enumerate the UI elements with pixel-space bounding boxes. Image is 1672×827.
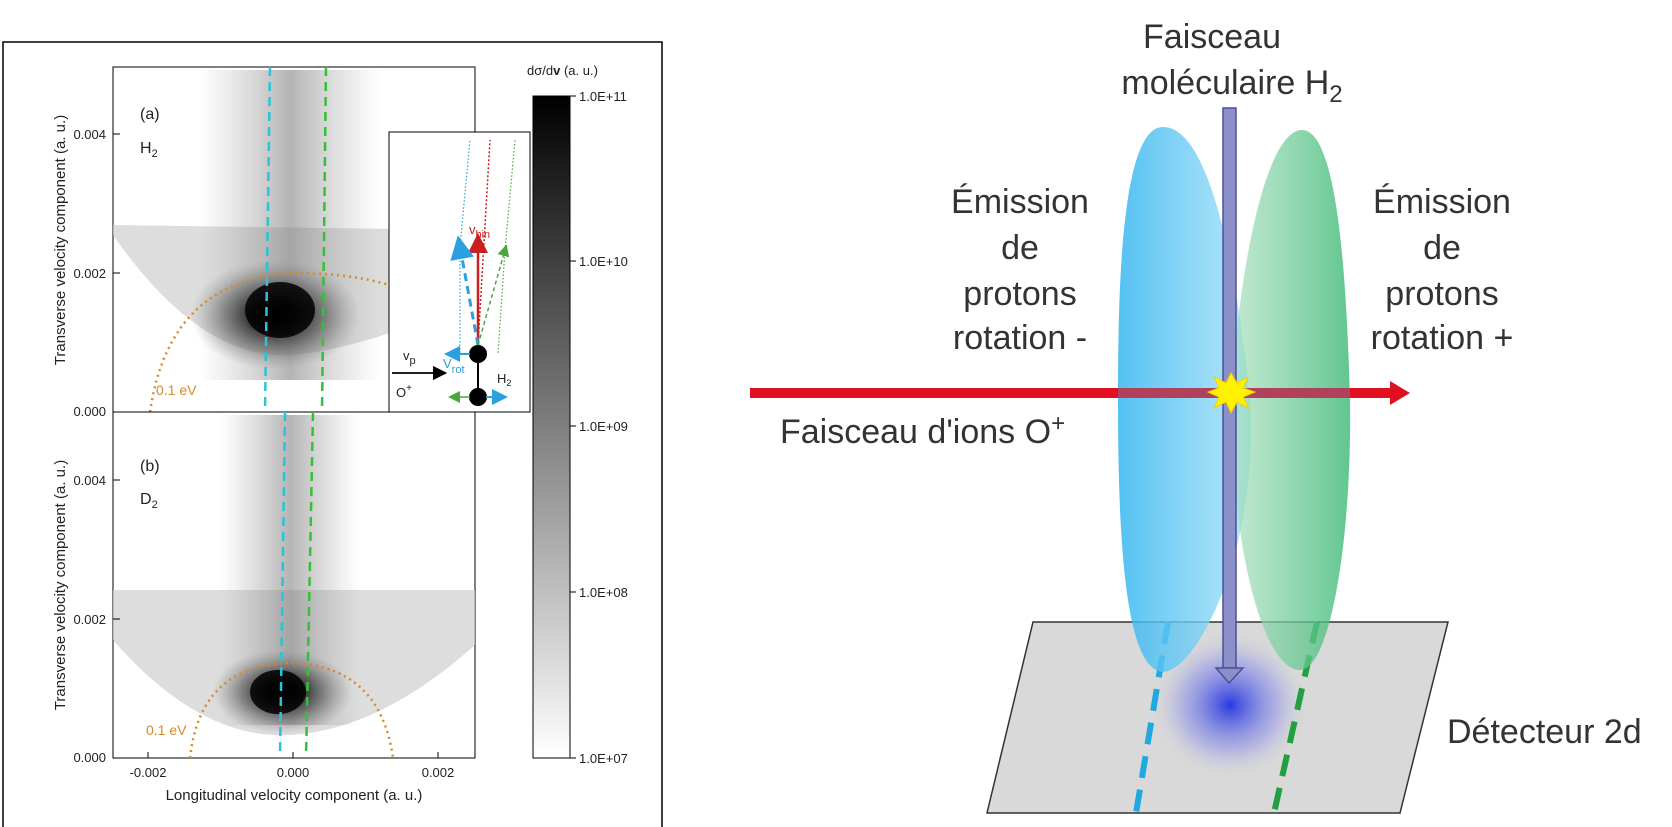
molecular-beam-arrowhead — [1214, 667, 1245, 685]
cbar-tick-3: 1.0E+08 — [579, 585, 628, 600]
ylabel-a: Transverse velocity component (a. u.) — [52, 115, 69, 365]
collision-flash — [1206, 371, 1257, 415]
detector-label: Détecteur 2d — [1447, 713, 1642, 751]
x-ticks: -0.002 0.000 0.002 — [130, 752, 455, 780]
right-emission-line-1: de — [1423, 229, 1461, 267]
ion-beam-label: Faisceau d'ions O+ — [780, 410, 1065, 451]
left-emission-line-2: protons — [963, 275, 1076, 313]
right-schematic: Faisceau moléculaire H2 Émission de prot… — [750, 18, 1642, 814]
panel-b: (b) D2 0.1 eV — [112, 411, 476, 759]
inset-vbin: vbin — [469, 222, 490, 241]
ytick-a-1: 0.002 — [73, 266, 106, 281]
y-ticks: 0.004 0.002 0.000 0.004 0.002 0.000 — [73, 127, 120, 765]
green-dashed-line-b — [304, 411, 315, 759]
panel-b-molecule: D2 — [140, 491, 158, 511]
atom-bottom — [469, 388, 487, 406]
impact-spot — [1150, 630, 1310, 780]
colorbar: dσ/dv (a. u.) 1.0E+11 1.0E+10 1.0E+09 1.… — [527, 63, 628, 766]
green-dashed-line-a — [320, 66, 328, 413]
cbar-tick-2: 1.0E+09 — [579, 419, 628, 434]
left-emission-lobe — [1118, 127, 1252, 672]
ion-beam-arrowhead — [1390, 381, 1410, 405]
ytick-b-1: 0.002 — [73, 612, 106, 627]
right-emission-line-2: protons — [1385, 275, 1498, 313]
colorbar-title: dσ/dv (a. u.) — [527, 63, 598, 78]
molecular-beam-label-1: Faisceau — [1143, 18, 1281, 56]
cbar-tick-4: 1.0E+07 — [579, 751, 628, 766]
left-emission-line-3: rotation - — [953, 319, 1087, 357]
panel-a-molecule: H2 — [140, 140, 158, 160]
right-emission-line-0: Émission — [1373, 183, 1511, 221]
energy-label-a: 0.1 eV — [156, 382, 197, 398]
left-emission-line-0: Émission — [951, 183, 1089, 221]
energy-arc-b — [188, 661, 395, 759]
ytick-b-0: 0.004 — [73, 473, 106, 488]
panel-b-letter: (b) — [140, 458, 160, 475]
xtick-2: 0.002 — [422, 765, 455, 780]
inset-mol: H2 — [497, 371, 511, 388]
energy-label-b: 0.1 eV — [146, 722, 187, 738]
cyan-dashed-line-b — [278, 411, 287, 759]
right-emission-line-3: rotation + — [1371, 319, 1514, 357]
panel-a-letter: (a) — [140, 106, 160, 123]
cbar-tick-1: 1.0E+10 — [579, 254, 628, 269]
xtick-1: 0.000 — [277, 765, 310, 780]
left-emission-line-1: de — [1001, 229, 1039, 267]
xtick-0: -0.002 — [130, 765, 167, 780]
ytick-b-2: 0.000 — [73, 750, 106, 765]
panel-a: (a) H2 0.1 eV — [112, 66, 476, 413]
ylabel-b: Transverse velocity component (a. u.) — [52, 460, 69, 710]
xlabel: Longitudinal velocity component (a. u.) — [166, 787, 423, 804]
right-emission-lobe — [1231, 130, 1351, 670]
molecular-beam-label-2: moléculaire H2 — [1121, 64, 1342, 108]
ytick-a-2: 0.000 — [73, 404, 106, 419]
ytick-a-0: 0.004 — [73, 127, 106, 142]
inset-vrot: Vrot — [443, 356, 465, 376]
cbar-tick-0: 1.0E+11 — [579, 89, 627, 104]
inset-diagram: vbin vp Vrot O+ H2 — [388, 131, 531, 413]
inset-ion: O+ — [396, 383, 412, 400]
cyan-dashed-line-a — [263, 66, 272, 413]
atom-top — [469, 345, 487, 363]
inset-vp: vp — [403, 348, 416, 367]
